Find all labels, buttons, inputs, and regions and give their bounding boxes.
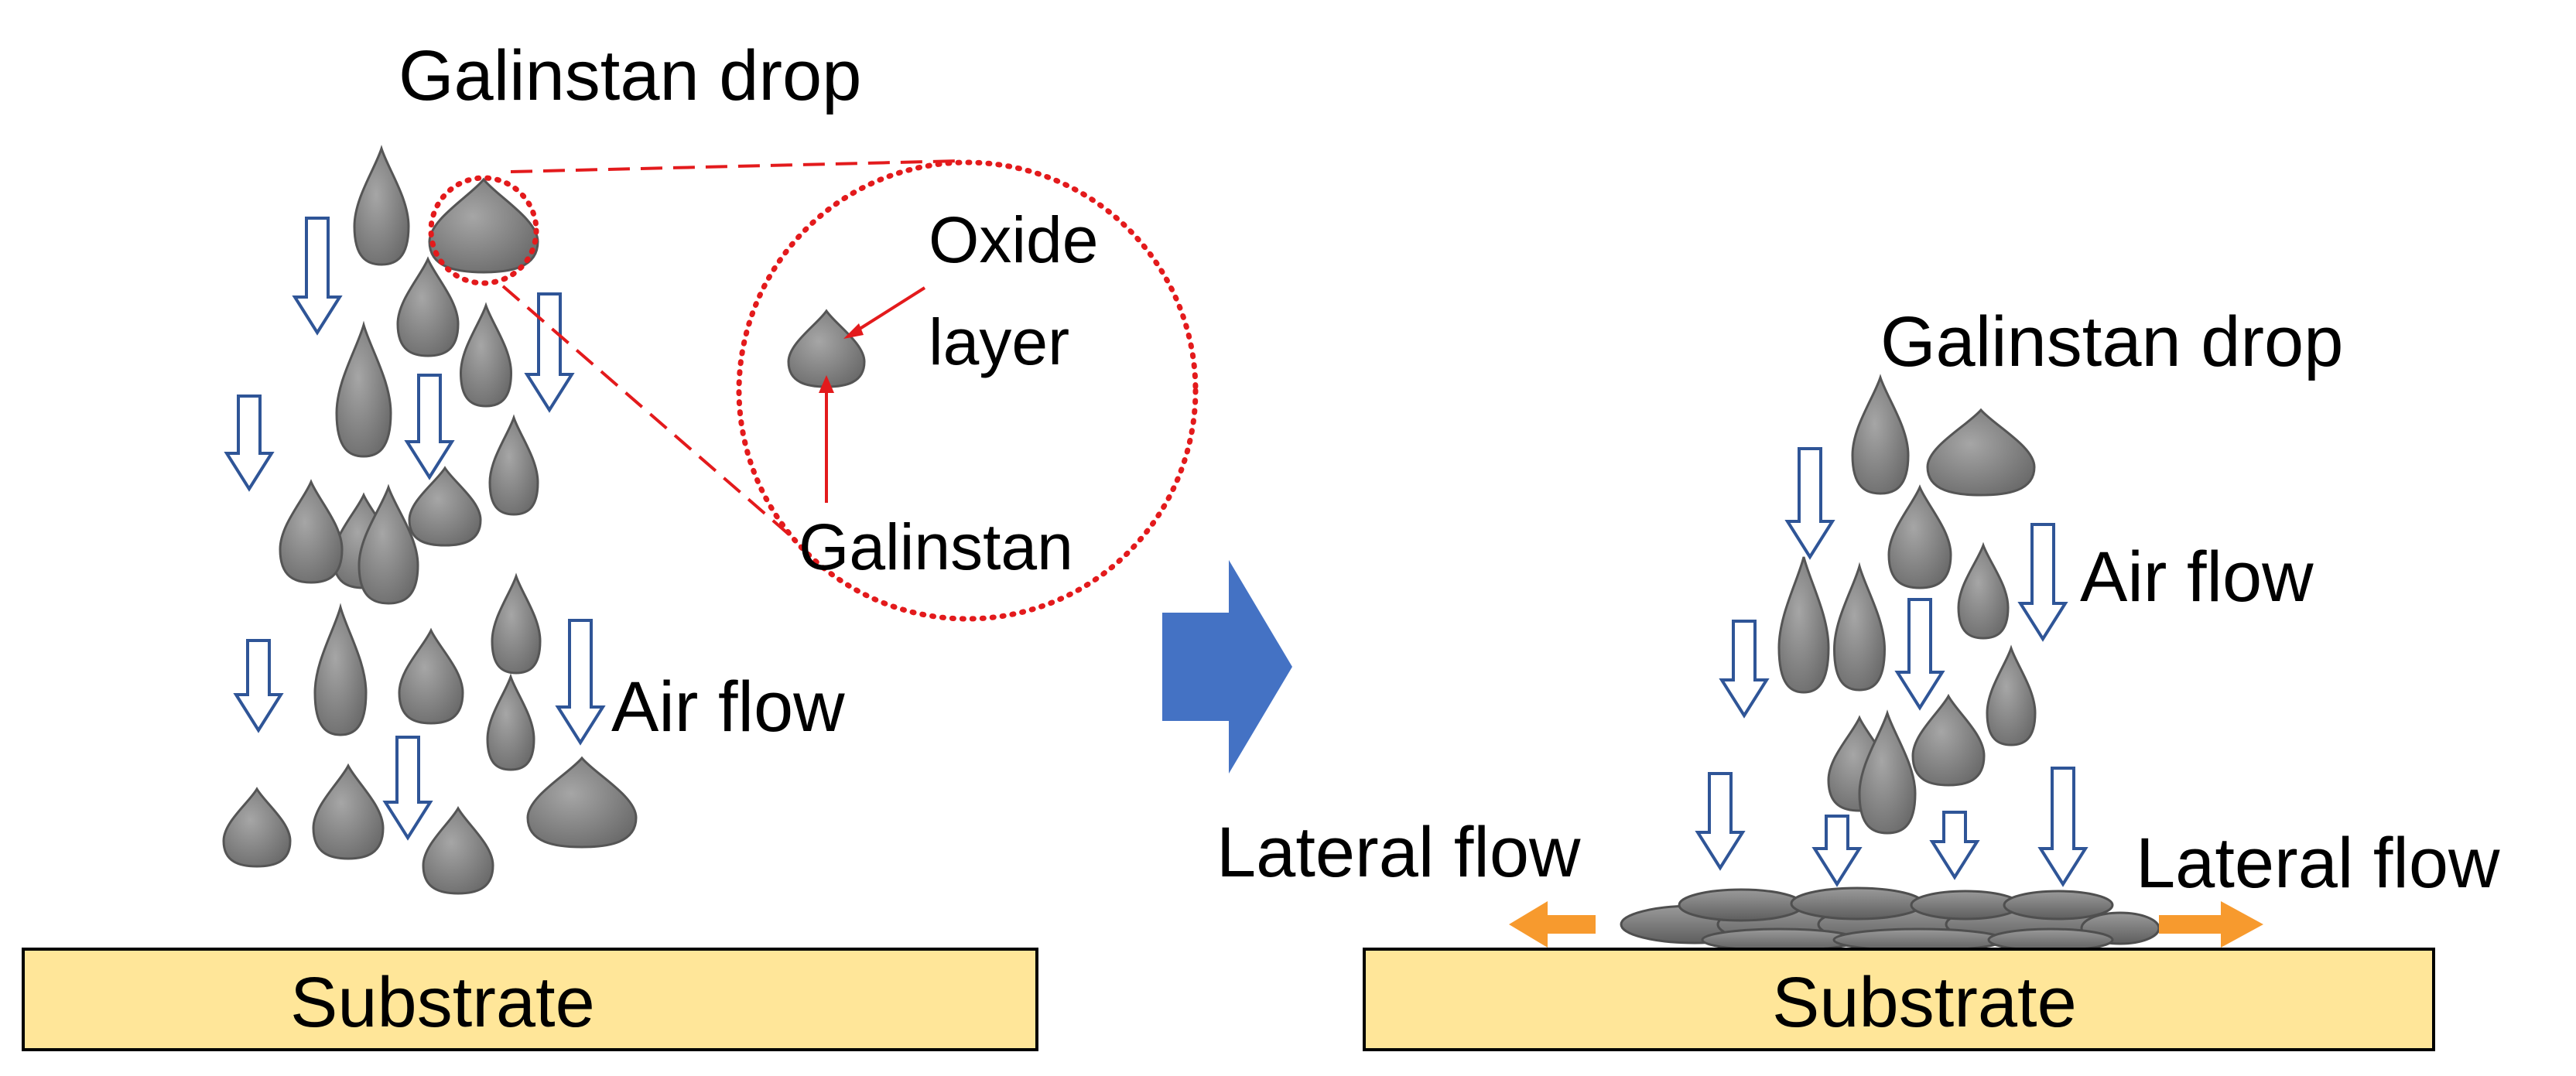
right-title: Galinstan drop bbox=[1880, 302, 2344, 381]
right-airflow-arrows bbox=[1695, 447, 2089, 887]
air-flow-arrow-icon bbox=[1784, 447, 1835, 560]
droplet-icon bbox=[1887, 484, 1952, 589]
oxide-pointer-line bbox=[850, 286, 926, 336]
air-flow-arrow-icon bbox=[1695, 772, 1746, 871]
left-airflow-arrows bbox=[224, 217, 606, 841]
zoom-detail-circle bbox=[736, 159, 1199, 622]
zoom-connector-top bbox=[510, 159, 960, 173]
droplet-icon bbox=[396, 256, 460, 357]
droplet-icon bbox=[526, 756, 638, 849]
right-airflow-label: Air flow bbox=[2080, 538, 2314, 617]
lateral-flow-left-arrow-icon bbox=[1509, 901, 1596, 948]
air-flow-arrow-icon bbox=[1811, 815, 1863, 887]
droplet-icon bbox=[312, 763, 385, 860]
droplet-icon bbox=[1858, 709, 1917, 835]
zoom-oxide-label-line1: Oxide bbox=[929, 203, 1099, 276]
air-flow-arrow-icon bbox=[382, 736, 433, 841]
right-drops bbox=[1777, 374, 2037, 835]
right-substrate-label: Substrate bbox=[1772, 963, 2077, 1042]
air-flow-arrow-icon bbox=[233, 639, 284, 733]
air-flow-arrow-icon bbox=[2017, 523, 2068, 642]
air-flow-arrow-icon bbox=[2037, 767, 2089, 887]
droplet-icon bbox=[1832, 562, 1887, 692]
left-substrate-label: Substrate bbox=[290, 963, 595, 1042]
droplet-icon bbox=[488, 414, 539, 516]
zoom-oxide-label-line2: layer bbox=[929, 306, 1070, 378]
air-flow-arrow-icon bbox=[1894, 598, 1945, 711]
droplet-icon bbox=[1851, 374, 1910, 495]
droplet-icon bbox=[335, 320, 392, 458]
right-panel bbox=[1363, 374, 2435, 1051]
droplet-icon bbox=[491, 572, 542, 675]
droplet-icon bbox=[428, 177, 539, 274]
flattened-drop-icon bbox=[2003, 890, 2114, 921]
lateral-flow-right-label: Lateral flow bbox=[2136, 824, 2500, 903]
droplet-icon bbox=[222, 787, 292, 868]
zoom-core-label: Galinstan bbox=[799, 511, 1073, 583]
droplet-icon bbox=[1777, 556, 1830, 694]
splat-layer bbox=[1620, 886, 2160, 952]
left-drops bbox=[222, 145, 638, 895]
zoom-source-circle bbox=[428, 175, 539, 286]
transition-arrow-icon bbox=[1162, 560, 1292, 774]
flattened-drop-icon bbox=[1832, 927, 2006, 952]
droplet-icon bbox=[459, 302, 513, 408]
flattened-drop-icon bbox=[1678, 888, 1805, 922]
left-airflow-label: Air flow bbox=[611, 668, 845, 746]
droplet-icon bbox=[408, 466, 482, 547]
flattened-drop-icon bbox=[1987, 927, 2114, 952]
flattened-drop-icon bbox=[1790, 886, 1924, 921]
lateral-flow-right-arrow-icon bbox=[2159, 901, 2263, 948]
galinstan-pointer-arrowhead-icon bbox=[819, 375, 834, 393]
lateral-flow-left-label: Lateral flow bbox=[1216, 813, 1581, 892]
droplet-icon bbox=[353, 145, 410, 266]
air-flow-arrow-icon bbox=[1929, 811, 1980, 880]
droplet-icon bbox=[1911, 693, 1986, 787]
air-flow-arrow-icon bbox=[224, 395, 275, 492]
droplet-icon bbox=[1957, 541, 2010, 640]
air-flow-arrow-icon bbox=[404, 374, 455, 480]
left-substrate bbox=[22, 948, 1038, 1051]
oxide-pointer-arrowhead-icon bbox=[843, 323, 864, 339]
droplet-icon bbox=[279, 479, 344, 584]
droplet-icon bbox=[398, 627, 464, 725]
droplet-icon bbox=[486, 673, 535, 771]
air-flow-arrow-icon bbox=[292, 217, 343, 336]
air-flow-arrow-icon bbox=[1719, 620, 1770, 719]
droplet-icon bbox=[313, 603, 368, 736]
left-panel bbox=[22, 145, 1199, 1051]
air-flow-arrow-icon bbox=[555, 619, 606, 746]
right-substrate bbox=[1363, 948, 2435, 1051]
droplet-icon bbox=[357, 483, 419, 605]
air-flow-arrow-icon bbox=[524, 292, 575, 413]
droplet-icon bbox=[422, 805, 494, 895]
droplet-icon bbox=[1986, 644, 2037, 746]
droplet-icon bbox=[1926, 408, 2036, 497]
left-title: Galinstan drop bbox=[399, 36, 862, 115]
